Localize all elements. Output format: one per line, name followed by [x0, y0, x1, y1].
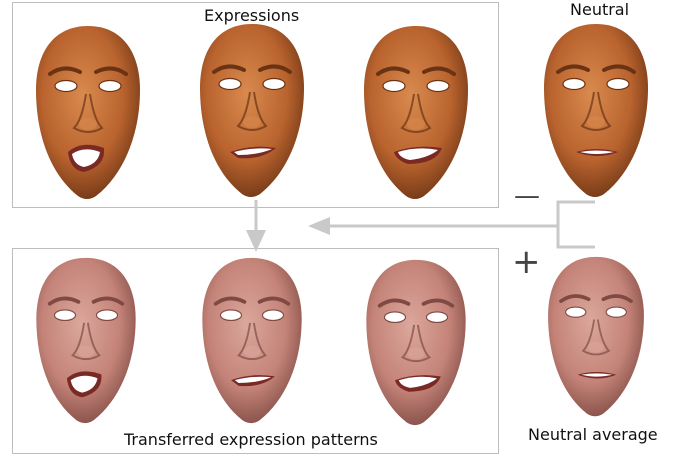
- down-arrow: [246, 200, 266, 252]
- head-shape: [200, 24, 304, 197]
- left-eye: [566, 307, 586, 317]
- bracket: [328, 202, 595, 247]
- nose-tip: [587, 116, 605, 128]
- nose-tip: [243, 116, 261, 128]
- right-eye: [263, 310, 284, 321]
- left-eye: [384, 312, 405, 323]
- head-shape: [202, 258, 301, 423]
- right-eye: [263, 79, 285, 90]
- head-shape: [366, 260, 465, 425]
- right-eye: [99, 81, 121, 92]
- left-eye: [54, 310, 75, 321]
- left-eye: [563, 79, 585, 90]
- left-arrowhead: [308, 217, 330, 235]
- nose-tip: [243, 346, 260, 357]
- left-eye: [383, 81, 405, 92]
- head-shape: [36, 258, 135, 423]
- nose-tip: [79, 118, 97, 130]
- expression-face-1: [32, 24, 144, 202]
- head-shape: [548, 257, 644, 416]
- right-eye: [427, 312, 448, 323]
- head-shape: [36, 26, 140, 199]
- right-eye: [97, 310, 118, 321]
- right-eye: [427, 81, 449, 92]
- head-shape: [544, 24, 648, 197]
- left-eye: [55, 81, 77, 92]
- head-shape: [364, 26, 468, 199]
- neutral-average-face: [540, 255, 652, 419]
- left-eye: [220, 310, 241, 321]
- expression-face-2: [196, 22, 308, 200]
- right-eye: [606, 307, 626, 317]
- nose-tip: [588, 342, 605, 353]
- transferred-face-1: [30, 256, 142, 426]
- left-eye: [219, 79, 241, 90]
- right-eye: [607, 79, 629, 90]
- nose-tip: [407, 348, 424, 359]
- nose-tip: [77, 346, 94, 357]
- nose-tip: [407, 118, 425, 130]
- neutral-face: [540, 22, 652, 200]
- transferred-face-3: [360, 258, 472, 428]
- expression-face-3: [360, 24, 472, 202]
- transferred-face-2: [196, 256, 308, 426]
